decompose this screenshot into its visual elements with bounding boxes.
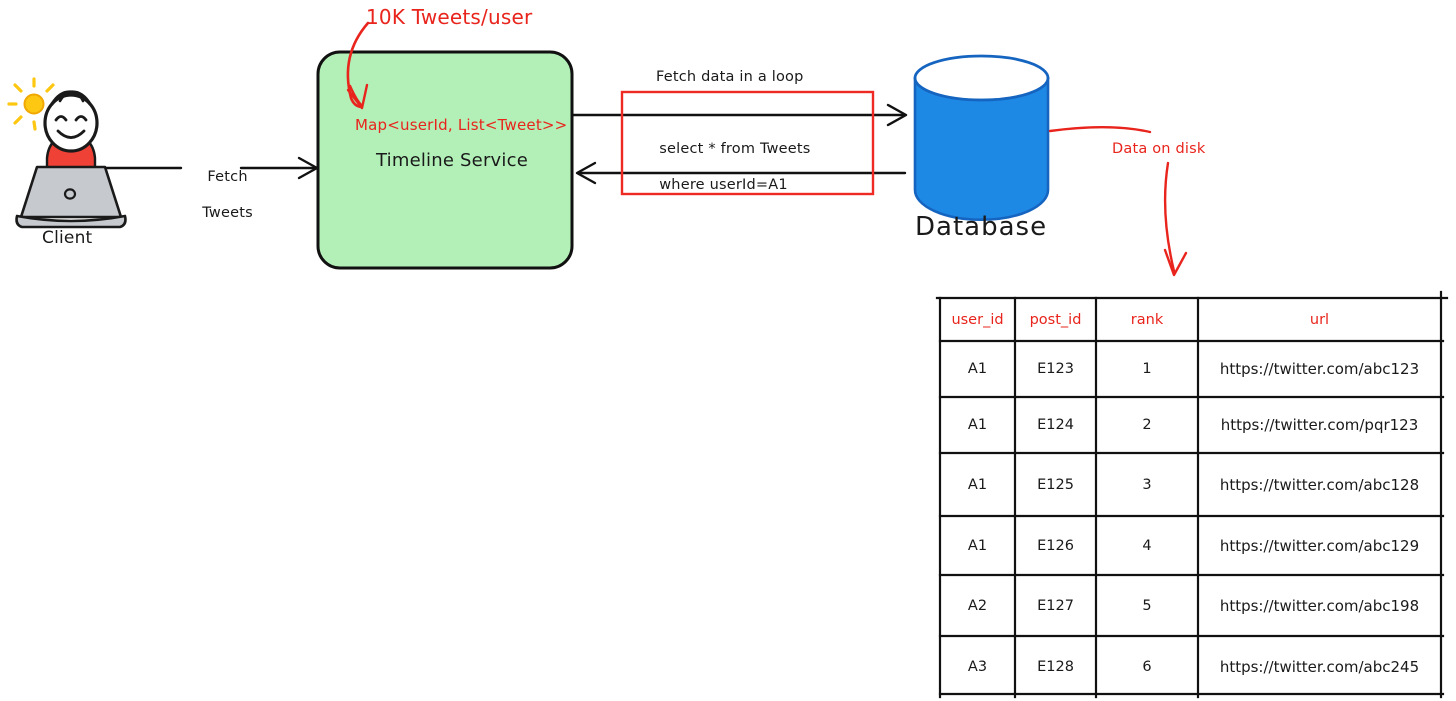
- database-label: Database: [915, 212, 1048, 242]
- edge-label-fetch-loop: Fetch data in a loop: [656, 69, 804, 85]
- table-cell-rank: 5: [1142, 597, 1152, 614]
- table-header-url: url: [1309, 311, 1330, 328]
- table-cell-url: https://twitter.com/abc198: [1219, 596, 1420, 615]
- person-icon: [43, 90, 99, 170]
- table-header-rank: rank: [1130, 311, 1164, 328]
- service-map-annotation: Map<userId, List<Tweet>>: [355, 116, 568, 134]
- table-cell-user-id: A1: [967, 361, 988, 377]
- callout-arrow-data-on-disk: [1048, 126, 1188, 277]
- timeline-service-title: Timeline Service: [376, 150, 528, 171]
- table-cell-url: https://twitter.com/abc128: [1219, 475, 1420, 494]
- sql-query-box: [620, 90, 875, 196]
- edge-label-fetch-tweets: Fetch Tweets: [183, 150, 253, 241]
- table-cell-post-id: E128: [1037, 658, 1074, 675]
- table-cell-url: https://twitter.com/pqr123: [1220, 416, 1419, 434]
- table-cell-rank: 1: [1142, 361, 1152, 377]
- table-cell-post-id: E124: [1037, 417, 1074, 433]
- table-cell-rank: 4: [1142, 537, 1152, 554]
- table-cell-user-id: A1: [967, 476, 988, 493]
- sql-query-line-1: select * from Tweets: [659, 141, 811, 158]
- timeline-service-box: [316, 50, 574, 270]
- table-header-post-id: post_id: [1029, 311, 1082, 328]
- table-cell-url: https://twitter.com/abc245: [1219, 657, 1420, 676]
- table-cell-user-id: A1: [967, 417, 988, 433]
- database-cylinder-icon: [913, 54, 1050, 221]
- callout-arrow-10k: [346, 21, 370, 110]
- table-cell-post-id: E126: [1037, 537, 1074, 554]
- data-table-grid: [935, 290, 1449, 699]
- sql-query-line-2: where userId=A1: [659, 177, 788, 194]
- table-cell-rank: 3: [1142, 476, 1152, 493]
- table-cell-user-id: A1: [967, 537, 988, 554]
- table-cell-post-id: E125: [1037, 476, 1074, 493]
- table-header-user-id: user_id: [951, 311, 1004, 328]
- table-cell-url: https://twitter.com/abc123: [1219, 360, 1420, 378]
- edge-label-line-2: Tweets: [202, 205, 253, 222]
- table-cell-post-id: E127: [1037, 597, 1074, 614]
- table-cell-post-id: E123: [1037, 361, 1074, 377]
- table-cell-rank: 2: [1142, 417, 1152, 433]
- table-cell-user-id: A2: [967, 597, 988, 614]
- laptop-icon: [15, 165, 127, 229]
- table-cell-url: https://twitter.com/abc129: [1219, 536, 1420, 555]
- service-callout-10k: 10K Tweets/user: [366, 5, 533, 29]
- table-cell-user-id: A3: [967, 658, 988, 675]
- client-label: Client: [42, 228, 93, 248]
- sql-query-text: select * from Tweets where userId=A1: [640, 122, 811, 213]
- arrow-service-to-database: [570, 103, 908, 127]
- table-cell-rank: 6: [1142, 658, 1152, 675]
- arrow-database-to-service: [575, 161, 907, 185]
- database-callout-disk: Data on disk: [1112, 141, 1206, 157]
- edge-label-line-1: Fetch: [207, 169, 248, 186]
